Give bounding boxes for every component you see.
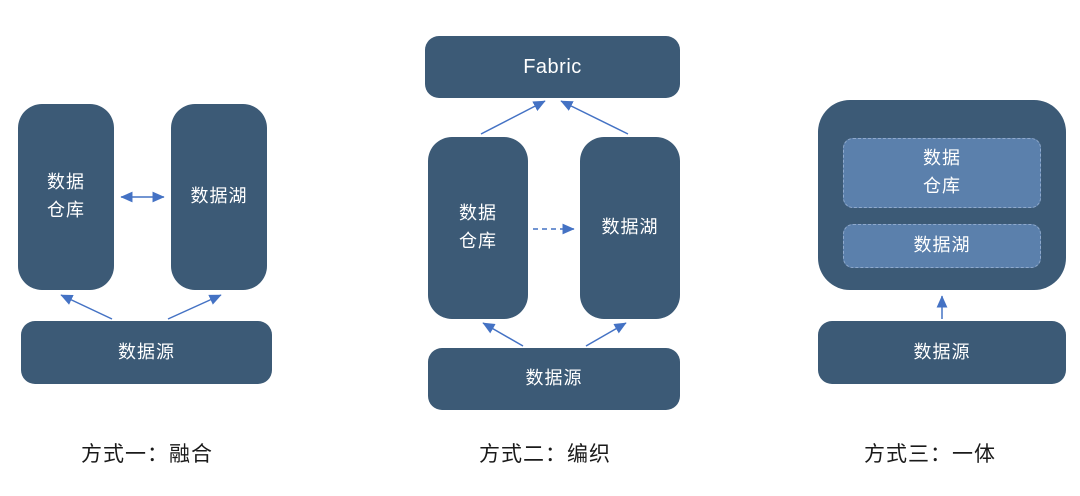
m2-caption: 方式二：编织 (479, 443, 611, 466)
m1-lake-box: 数据湖 (171, 104, 267, 290)
m3-warehouse-label: 数据 仓库 (923, 148, 961, 196)
m2-fabric-label: Fabric (523, 55, 582, 78)
m2-warehouse-box: 数据 仓库 (428, 137, 528, 319)
m2-warehouse-label: 数据 仓库 (459, 203, 497, 251)
m2-source-box: 数据源 (428, 348, 680, 410)
m3-source-label: 数据源 (913, 341, 971, 362)
arrow-m2-source-warehouse (482, 322, 524, 347)
m3-lake-box: 数据湖 (843, 224, 1041, 268)
arrow-m1-source-warehouse (60, 294, 113, 320)
m1-source-label: 数据源 (118, 341, 175, 362)
arrow-m2-lake-fabric (560, 100, 629, 135)
m3-caption: 方式三：一体 (864, 443, 996, 466)
m3-lake-label: 数据湖 (913, 235, 971, 256)
arrow-m1-source-lake (167, 294, 222, 320)
m3-warehouse-box: 数据 仓库 (843, 138, 1041, 208)
m1-source-box: 数据源 (21, 321, 272, 384)
m3-source-box: 数据源 (818, 321, 1066, 384)
arrow-m2-warehouse-fabric (480, 100, 546, 135)
m2-lake-label: 数据湖 (601, 217, 659, 238)
m2-lake-box: 数据湖 (580, 137, 680, 319)
m1-warehouse-label: 数据 仓库 (47, 172, 85, 220)
m1-warehouse-box: 数据 仓库 (18, 104, 114, 290)
arrow-m2-source-lake (585, 322, 627, 347)
m1-caption: 方式一：融合 (81, 443, 213, 466)
m2-source-label: 数据源 (525, 368, 583, 389)
m1-lake-label: 数据湖 (190, 186, 248, 207)
m2-fabric-box: Fabric (425, 36, 680, 98)
